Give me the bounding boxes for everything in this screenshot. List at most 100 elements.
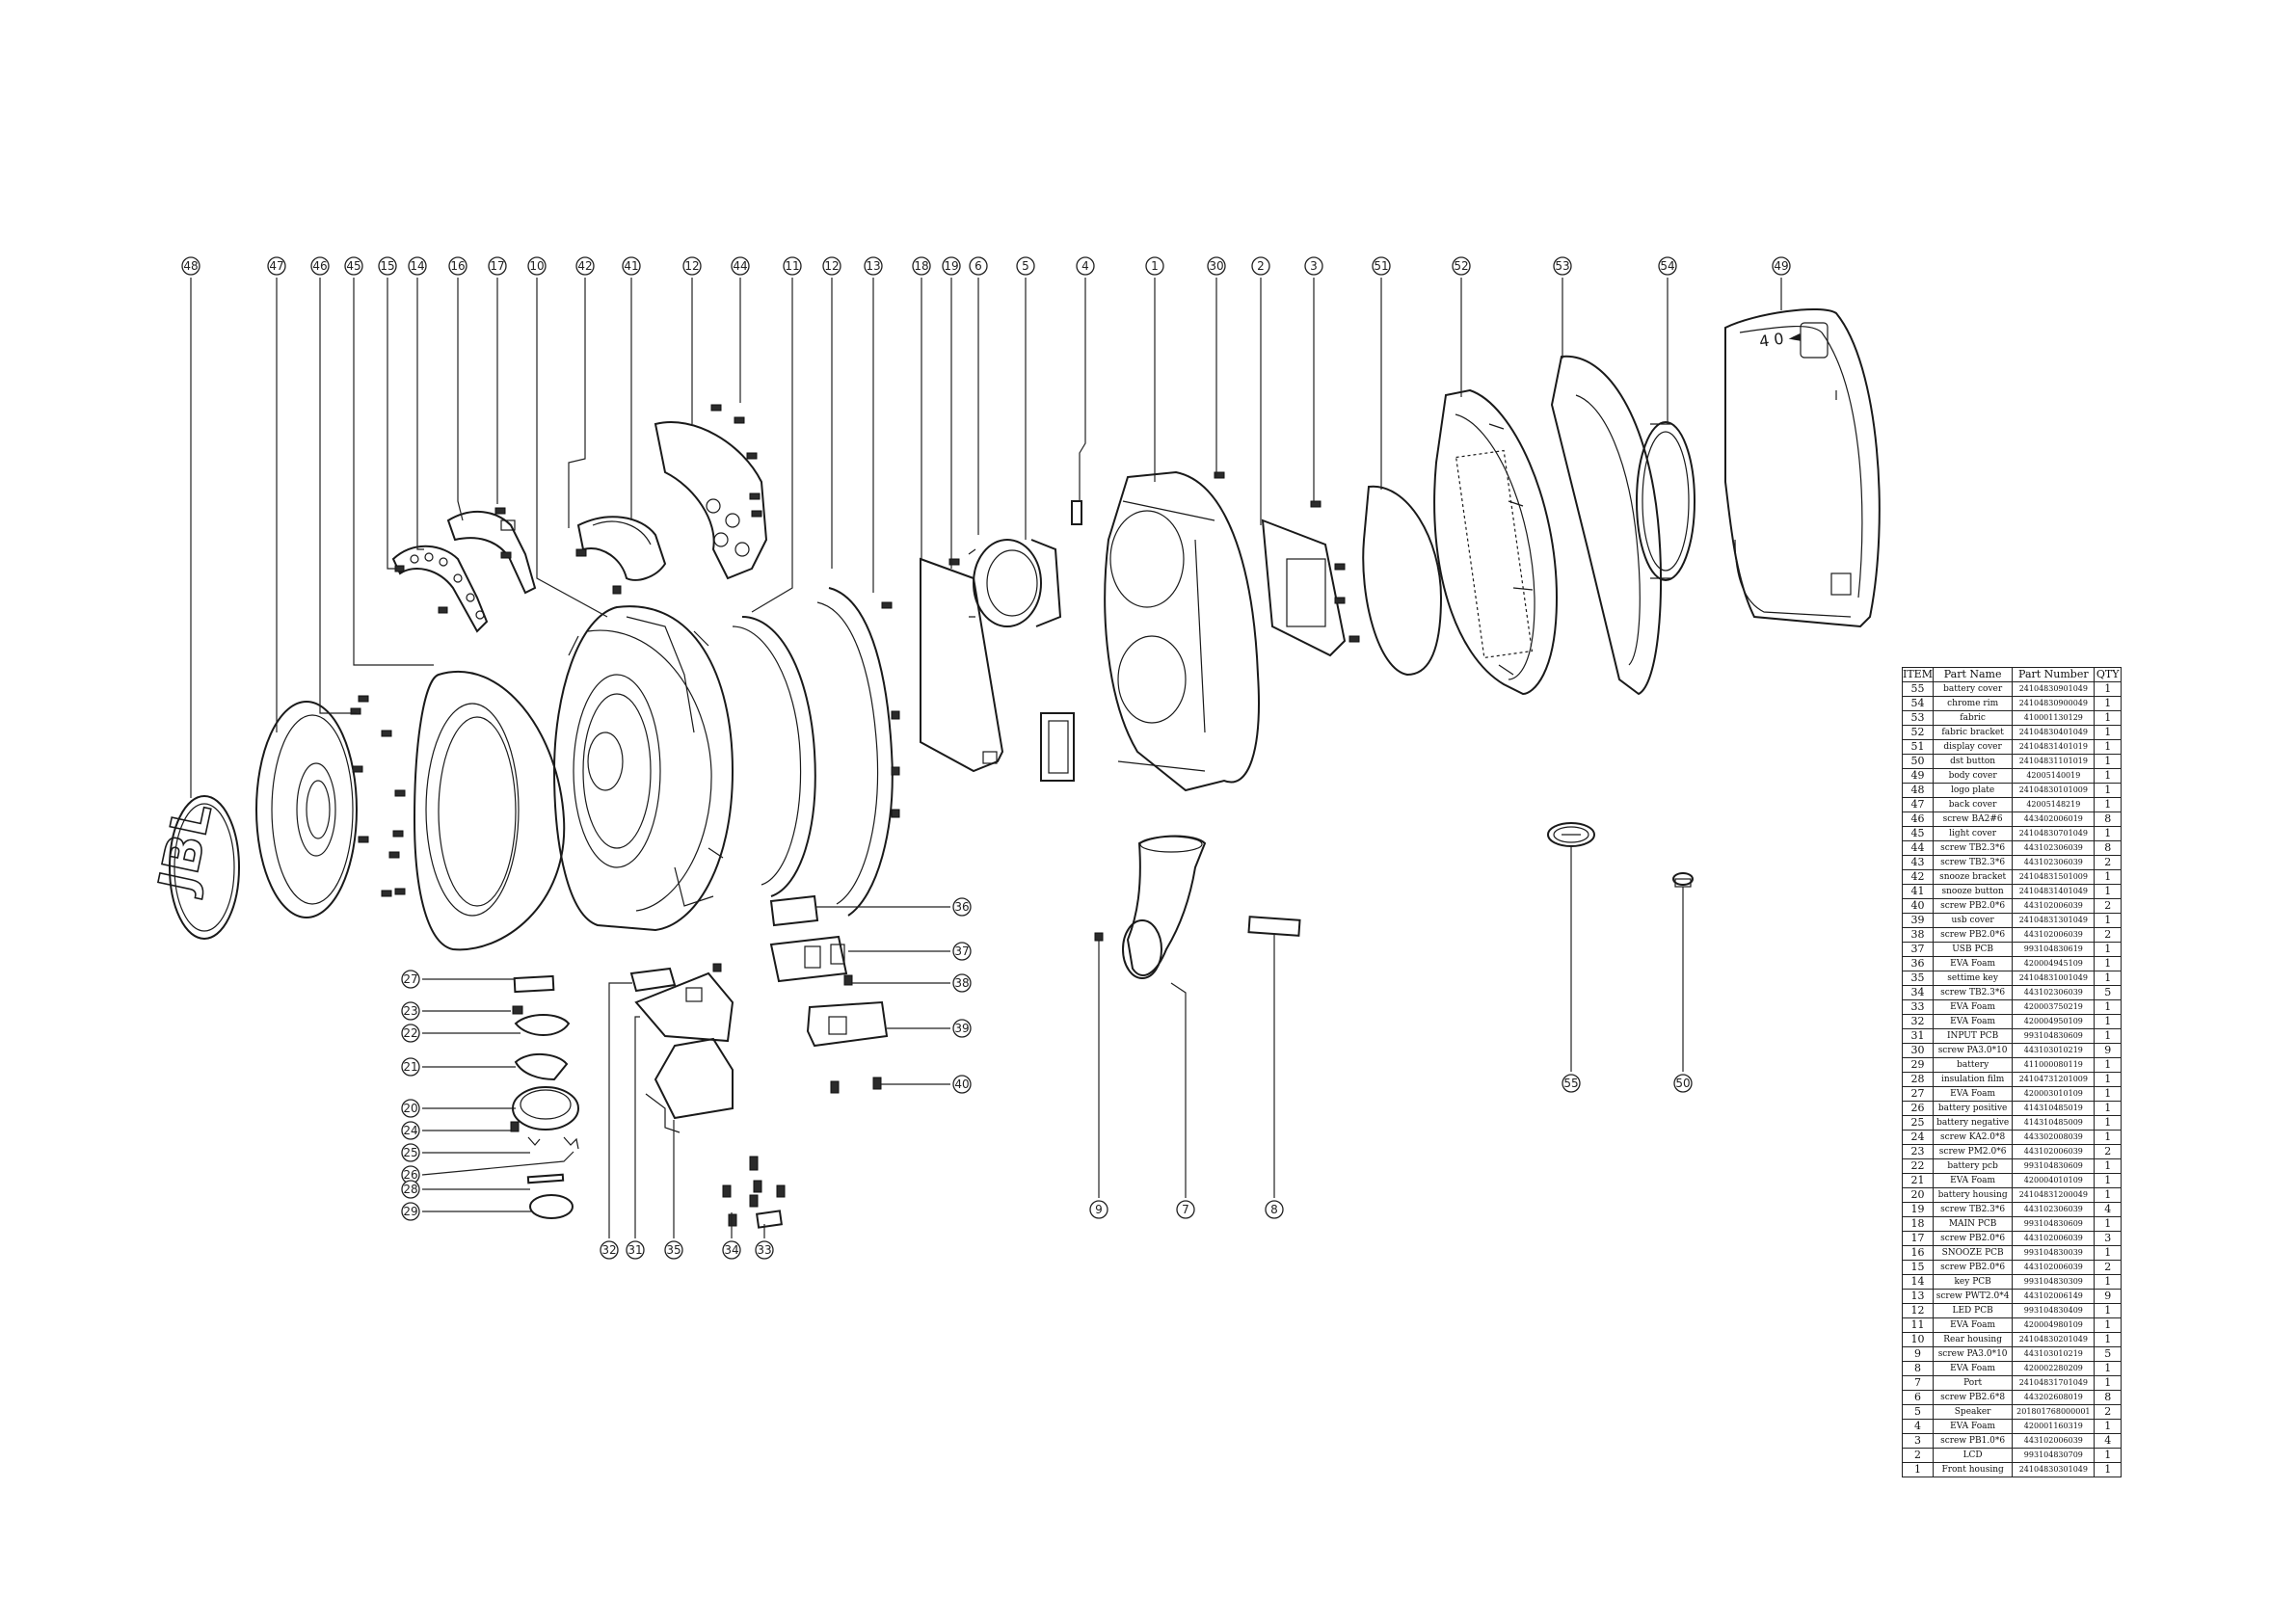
balloon-number: 18 — [914, 259, 928, 273]
item-balloon: 7 — [1176, 1200, 1195, 1219]
item-cell: 16 — [1902, 1245, 1934, 1261]
balloon-circle — [378, 256, 397, 276]
qty-cell: 1 — [2094, 696, 2122, 711]
qty-cell: 1 — [2094, 768, 2122, 784]
input-pcb-assembly — [629, 963, 786, 1229]
item-balloon: 23 — [401, 1001, 420, 1021]
item-cell: 24 — [1902, 1130, 1934, 1145]
battery-cover-part — [1547, 822, 1595, 847]
part-number-cell: 443102006039 — [2012, 1260, 2096, 1275]
balloon-number: 45 — [346, 259, 360, 273]
part-number-cell: 420001160319 — [2012, 1419, 2096, 1434]
part-name-cell: screw TB2.3*6 — [1932, 1202, 2014, 1217]
part-name-cell: MAIN PCB — [1932, 1216, 2014, 1232]
item-cell: 28 — [1902, 1072, 1934, 1087]
item-cell: 42 — [1902, 869, 1934, 885]
balloon-number: 36 — [954, 900, 969, 914]
part-number-cell: 414310485009 — [2012, 1115, 2096, 1131]
balloon-number: 22 — [403, 1026, 417, 1040]
balloon-number: 24 — [403, 1124, 417, 1137]
item-balloon: 22 — [401, 1024, 420, 1043]
item-cell: 46 — [1902, 812, 1934, 827]
balloon-number: 7 — [1182, 1203, 1189, 1216]
part-number-cell: 410001130129 — [2012, 710, 2096, 726]
balloon-circle — [575, 256, 595, 276]
balloon-circle — [401, 1180, 420, 1199]
qty-cell: 1 — [2094, 681, 2122, 697]
part-number-cell: 24104731201009 — [2012, 1072, 2096, 1087]
qty-cell: 1 — [2094, 725, 2122, 740]
header-qty: QTY — [2094, 667, 2122, 682]
part-number-cell: 443302008039 — [2012, 1130, 2096, 1145]
balloon-circle — [952, 1075, 972, 1094]
balloon-number: 17 — [490, 259, 504, 273]
balloon-number: 44 — [733, 259, 747, 273]
balloon-number: 20 — [403, 1102, 417, 1115]
balloon-circle — [1553, 256, 1572, 276]
part-name-cell: LCD — [1932, 1448, 2014, 1463]
item-balloon: 47 — [267, 256, 286, 276]
part-number-cell: 24104830301049 — [2012, 1462, 2096, 1477]
part-name-cell: screw PA3.0*10 — [1932, 1043, 2014, 1058]
balloon-circle — [1673, 1074, 1693, 1093]
item-balloon: 53 — [1553, 256, 1572, 276]
speaker-part — [968, 539, 1075, 782]
part-number-cell: 993104830709 — [2012, 1448, 2096, 1463]
qty-cell: 2 — [2094, 1260, 2122, 1275]
item-cell: 53 — [1902, 710, 1934, 726]
qty-cell: 2 — [2094, 1404, 2122, 1420]
item-balloon: 6 — [969, 256, 988, 276]
part-number-cell: 443202608019 — [2012, 1390, 2096, 1405]
part-name-cell: insulation film — [1932, 1072, 2014, 1087]
balloon-number: 12 — [684, 259, 699, 273]
item-cell: 4 — [1902, 1419, 1934, 1434]
balloon-number: 13 — [866, 259, 880, 273]
item-cell: 3 — [1902, 1433, 1934, 1449]
balloon-circle — [1658, 256, 1677, 276]
item-balloon: 26 — [401, 1165, 420, 1184]
item-balloon: 32 — [600, 1240, 619, 1260]
item-balloon: 9 — [1089, 1200, 1108, 1219]
balloon-circle — [344, 256, 363, 276]
part-number-cell: 42005148219 — [2012, 797, 2096, 812]
part-number-cell: 411000080119 — [2012, 1057, 2096, 1073]
item-cell: 22 — [1902, 1158, 1934, 1174]
part-name-cell: screw PB1.0*6 — [1932, 1433, 2014, 1449]
part-name-cell: EVA Foam — [1932, 1419, 2014, 1434]
part-name-cell: fabric bracket — [1932, 725, 2014, 740]
balloon-circle — [822, 256, 841, 276]
qty-cell: 8 — [2094, 1390, 2122, 1405]
item-cell: 38 — [1902, 927, 1934, 943]
item-cell: 20 — [1902, 1187, 1934, 1203]
item-cell: 29 — [1902, 1057, 1934, 1073]
item-balloon: 55 — [1562, 1074, 1581, 1093]
item-balloon: 12 — [822, 256, 841, 276]
part-name-cell: screw PB2.0*6 — [1932, 927, 2014, 943]
part-name-cell: battery pcb — [1932, 1158, 2014, 1174]
part-name-cell: snooze bracket — [1932, 869, 2014, 885]
qty-cell: 1 — [2094, 1101, 2122, 1116]
qty-cell: 9 — [2094, 1289, 2122, 1304]
part-number-cell: 443102306039 — [2012, 985, 2096, 1000]
qty-cell: 8 — [2094, 812, 2122, 827]
item-cell: 12 — [1902, 1303, 1934, 1318]
part-name-cell: screw PA3.0*10 — [1932, 1346, 2014, 1362]
balloon-circle — [1145, 256, 1164, 276]
